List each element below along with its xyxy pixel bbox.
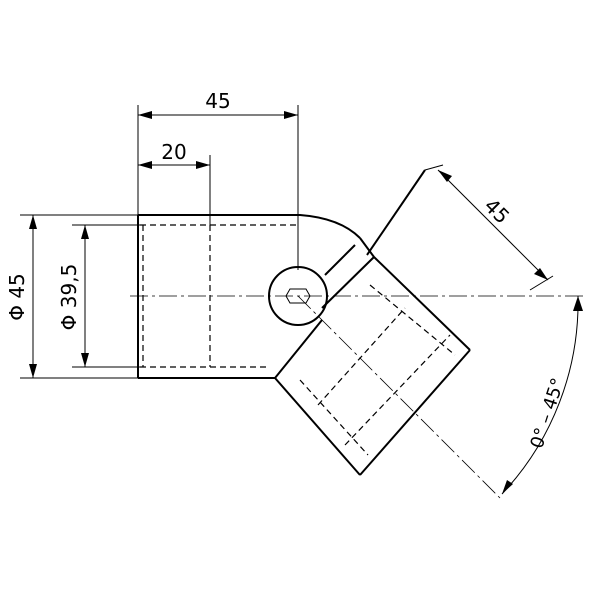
- branch-left-edge: [274, 377, 361, 476]
- branch-bore-left-hidden: [299, 379, 369, 456]
- arrow-head: [29, 215, 37, 229]
- ext-line-branch-lower-short: [529, 275, 554, 291]
- dim-label-overall: 45: [205, 89, 230, 113]
- knuckle-bottom-edge: [274, 319, 323, 379]
- branch-end-face: [359, 349, 471, 476]
- arrow-head: [196, 161, 210, 169]
- arrow-head: [29, 364, 37, 378]
- ext-line-branch-upper: [424, 164, 444, 171]
- arrow-head: [81, 225, 89, 239]
- dim-angle-range: 0° – 45°: [501, 295, 583, 495]
- dim-label-angle: 0° – 45°: [527, 375, 569, 451]
- branch-bore-end-hidden: [344, 334, 451, 446]
- arrow-head: [138, 161, 152, 169]
- branch-right-edge: [373, 256, 471, 351]
- angle-arc: [501, 295, 579, 495]
- dim-branch-length: 45: [424, 164, 554, 291]
- arrow-head: [502, 480, 513, 494]
- dim-label-insert: 20: [161, 140, 186, 164]
- arrow-head: [438, 170, 452, 182]
- branch-insert-hidden: [317, 307, 406, 406]
- branch-bore-right-hidden: [369, 284, 456, 356]
- main-tube-top-edge: [138, 214, 361, 239]
- hinge-knuckle: [274, 237, 375, 379]
- dim-line-branch: [437, 169, 549, 281]
- dim-outer-diameter: Φ 45: [5, 214, 138, 379]
- dim-label-branch: 45: [479, 194, 514, 229]
- knuckle-edge: [359, 237, 375, 258]
- arrow-head: [573, 296, 583, 311]
- branch-tube: [274, 169, 471, 476]
- dim-label-od: Φ 45: [5, 273, 29, 321]
- dim-inner-diameter: Φ 39,5: [57, 224, 140, 368]
- dim-label-id: Φ 39,5: [57, 264, 81, 331]
- arrow-head: [138, 111, 152, 119]
- arrow-head: [81, 353, 89, 367]
- branch-centerline: [297, 295, 501, 499]
- dim-overall-length: 45: [137, 89, 299, 270]
- arrow-head: [534, 268, 548, 280]
- knuckle-upper-edge: [324, 244, 356, 276]
- dim-insert-depth: 20: [138, 140, 211, 225]
- knuckle-lower-edge: [321, 256, 375, 309]
- branch-top-edge-ext: [366, 169, 426, 256]
- arrow-head: [284, 111, 298, 119]
